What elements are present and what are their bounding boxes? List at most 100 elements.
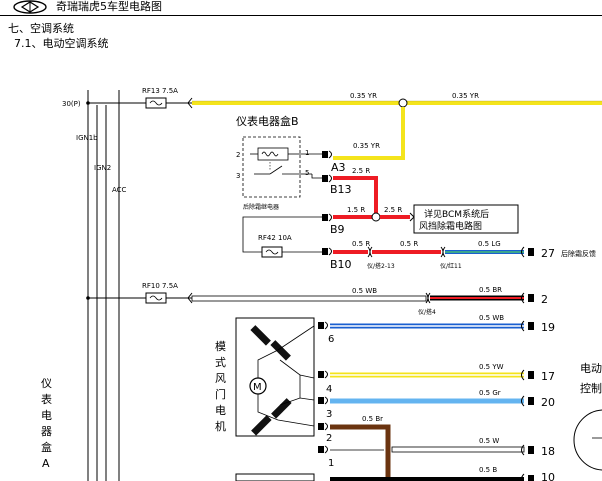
rail-label-ign2: IGN2 xyxy=(94,164,111,172)
relay-pin-3: 3 xyxy=(236,172,240,180)
wire-05wb-1 xyxy=(191,295,427,302)
module-label-2: 控制 xyxy=(580,381,602,395)
wire-label-yr-1: 0.35 YR xyxy=(350,92,377,100)
box-a-char-3: 电 xyxy=(41,409,52,422)
wire-25r-b13 xyxy=(333,176,378,217)
splice-label-2: 仪/红11 xyxy=(440,262,462,270)
wire-05w xyxy=(391,446,525,453)
electric-ac-control-module: 电动 控制 xyxy=(573,362,602,471)
wire-label-05w: 0.5 W xyxy=(479,437,499,445)
rail-label-acc: ACC xyxy=(112,186,127,194)
callout-bcm: 详见BCM系统后 风挡除霜电路图 xyxy=(413,204,519,234)
pin-19: 19 xyxy=(541,321,555,334)
module-label-1: 电动 xyxy=(580,362,602,375)
connector-b10 xyxy=(322,248,328,255)
wire-05br2 xyxy=(330,424,391,481)
wire-label-05gr: 0.5 Gr xyxy=(479,389,501,397)
wire-yr-drop xyxy=(333,107,405,160)
power-rails: 30(P) IGN1b IGN2 ACC xyxy=(62,90,127,481)
wire-label-05yw: 0.5 YW xyxy=(479,363,504,371)
rf13-circuit: RF13 7.5A 0.35 YR 0.35 YR 0.35 YR xyxy=(86,87,602,160)
wire-label-05br: 0.5 BR xyxy=(479,286,502,294)
fuse-label-rf42: RF42 10A xyxy=(258,234,292,242)
terminal-18: 18 xyxy=(521,444,555,458)
box-a-char-2: 表 xyxy=(41,392,52,406)
rf10-circuit: RF10 7.5A 0.5 WB 仪/搭4 0.5 BR xyxy=(86,282,524,316)
wire-label-05r-1: 0.5 R xyxy=(352,240,370,248)
rear-defrost-relay xyxy=(242,136,301,198)
pin-20: 20 xyxy=(541,396,555,409)
motor-name-6: 机 xyxy=(215,419,226,433)
callout-line1: 详见BCM系统后 xyxy=(424,208,489,220)
connector-label-a3: A3 xyxy=(331,161,346,174)
relay-pin-1: 1 xyxy=(305,149,309,157)
callout-line2: 风挡除霜电路图 xyxy=(419,220,482,232)
box-b-title: 仪表电器盒B xyxy=(236,114,299,128)
motor-name-2: 式 xyxy=(215,356,226,369)
connector-label-b10: B10 xyxy=(330,258,352,271)
terminal-19: 19 xyxy=(521,320,555,334)
motor-name-5: 电 xyxy=(215,404,226,417)
motor-pin-4: 4 xyxy=(326,384,332,395)
wire-label-05br2: 0.5 Br xyxy=(362,415,383,423)
connector-label-b9: B9 xyxy=(330,223,345,236)
mode-door-motor: M 模 式 风 门 电 机 xyxy=(215,317,315,437)
relay-pin-5: 5 xyxy=(305,169,309,177)
box-a-char-5: 盒 xyxy=(41,440,52,454)
terminal-17: 17 xyxy=(521,369,555,383)
pin-27-label: 后除霜反馈 xyxy=(561,249,596,258)
motor-name-4: 门 xyxy=(215,387,226,401)
instrument-box-a: 仪 表 电 器 盒 A xyxy=(41,377,52,470)
splice-connector-1 xyxy=(367,246,373,258)
box-b: 仪表电器盒B 2 3 1 5 后除霜继电器 xyxy=(236,114,322,211)
motor-pin-6: 6 xyxy=(328,334,334,345)
splice-label-3: 仪/搭4 xyxy=(418,308,436,316)
motor-pin-1: 1 xyxy=(328,458,334,469)
wire-label-05b: 0.5 B xyxy=(479,466,497,474)
pin-27: 27 xyxy=(541,247,555,260)
box-a-char-1: 仪 xyxy=(41,377,52,390)
wire-label-yr-2: 0.35 YR xyxy=(452,92,479,100)
motor-pin-3: 3 xyxy=(326,409,332,420)
chapter-title: 七、空调系统 xyxy=(8,22,74,35)
wire-label-yr-3: 0.35 YR xyxy=(353,142,380,150)
motor-name-1: 模 xyxy=(215,340,226,353)
fuse-label-rf13: RF13 7.5A xyxy=(142,87,178,95)
pin-18: 18 xyxy=(541,445,555,458)
box-a-char-6: A xyxy=(42,457,50,470)
rf42-circuit: RF42 10A xyxy=(242,216,322,258)
pin-2: 2 xyxy=(541,293,548,306)
rail-label-ign1b: IGN1b xyxy=(76,134,98,142)
wire-label-05r-2: 0.5 R xyxy=(400,240,418,248)
right-terminals: 27 后除霜反馈 2 19 17 20 18 xyxy=(521,246,596,481)
terminal-2: 2 xyxy=(521,292,548,306)
motor-symbol: M xyxy=(253,382,262,393)
wire-label-05lg: 0.5 LG xyxy=(478,240,501,248)
splice-connector-2 xyxy=(440,246,446,258)
wire-label-05wb-1: 0.5 WB xyxy=(352,287,377,295)
splice-red xyxy=(371,212,381,222)
subsection-title: 7.1、电动空调系统 xyxy=(14,37,109,50)
box-a-char-4: 器 xyxy=(41,425,52,438)
fuse-label-rf10: RF10 7.5A xyxy=(142,282,178,290)
terminal-10: 10 xyxy=(521,471,555,481)
connector-b9 xyxy=(322,214,328,221)
splice-top xyxy=(398,98,408,108)
connector-label-b13: B13 xyxy=(330,183,352,196)
motor-pin-2: 2 xyxy=(326,433,332,444)
wire-label-15r: 1.5 R xyxy=(347,206,365,214)
chery-logo-icon xyxy=(13,0,47,14)
b10-circuit: 0.5 R 0.5 R 仪/搭2-13 仪/红11 0.5 LG xyxy=(333,240,524,270)
page-header: 奇瑞瑞虎5车型电路图 xyxy=(0,0,602,16)
box-b-connectors: A3 B13 B9 B10 xyxy=(322,150,352,271)
splice-connector-3 xyxy=(425,292,431,304)
pin-17: 17 xyxy=(541,370,555,383)
connector-a3 xyxy=(322,151,328,158)
red-wires: 2.5 R 1.5 R 2.5 R xyxy=(333,167,415,222)
wire-label-05wb-2: 0.5 WB xyxy=(479,314,504,322)
header-title: 奇瑞瑞虎5车型电路图 xyxy=(56,0,162,13)
header-divider xyxy=(0,15,602,16)
rail-label-30p: 30(P) xyxy=(62,100,81,108)
terminal-20: 20 xyxy=(521,395,555,409)
